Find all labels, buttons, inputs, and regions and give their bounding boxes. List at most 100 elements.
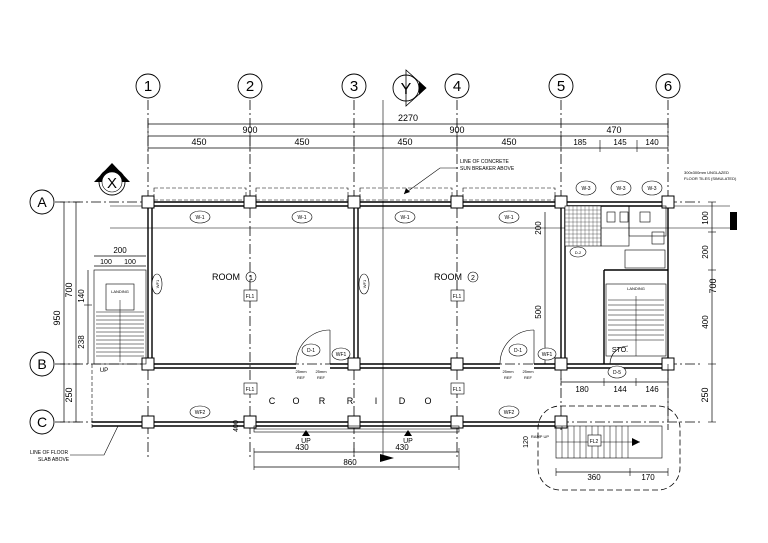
left-stair: 200 100 100 LANDING UP	[91, 246, 147, 430]
window-w3-a: W-3	[581, 186, 590, 192]
room-1-number: 1	[249, 275, 253, 282]
dim-stair-100a: 100	[100, 259, 112, 266]
dim-left-total: 950	[52, 310, 62, 325]
dim-right-200: 200	[701, 245, 710, 259]
grid-label-6: 6	[664, 78, 672, 95]
dim-corridor-400: 400	[233, 420, 240, 432]
dim-bay-5: 185	[573, 138, 587, 147]
dim-right-250: 250	[700, 387, 710, 402]
dim-overall: 2270	[398, 113, 418, 123]
fl1-tag-room2: FL1	[453, 294, 462, 300]
dim-bay-3: 450	[397, 137, 412, 147]
door-d2: D-2	[575, 250, 582, 255]
ramp: FL2 RAMP UP 120 360 170	[523, 364, 681, 491]
dim-sto-146: 146	[645, 385, 659, 394]
sun-breaker-note-2: SUN BREAKER ABOVE	[460, 166, 515, 172]
dim-ramp-360: 360	[587, 473, 601, 482]
grid-label-5: 5	[557, 78, 565, 95]
window-wf1-b: WF1	[362, 279, 367, 288]
row-grid-bubbles: A B C	[29, 189, 55, 435]
corridor-label: C O R R I D O R	[269, 396, 432, 406]
dim-corridor-430a: 430	[295, 443, 309, 452]
door-size-2: 25mm	[315, 369, 327, 374]
corridor-letter-4: R	[347, 396, 354, 406]
grid-label-a: A	[37, 194, 47, 210]
walls	[92, 201, 730, 427]
door-size-1: 25mm	[295, 369, 307, 374]
window-w3-c: W-3	[647, 186, 656, 192]
ramp-fl2-tag: FL2	[590, 439, 599, 445]
room-labels: ROOM 1 ROOM 2 FL1 FL1 FL1 FL1	[212, 271, 479, 395]
floor-slab-note-2: SLAB ABOVE	[38, 457, 70, 463]
dim-left-250: 250	[64, 387, 74, 402]
dim-right-700: 700	[708, 278, 718, 293]
fl1-tag-corridor-1: FL1	[246, 387, 255, 393]
door-size-4: 25mm	[522, 369, 534, 374]
grid-label-2: 2	[246, 78, 254, 95]
room-2-label: ROOM	[434, 272, 462, 282]
dim-bay-6: 145	[613, 138, 627, 147]
dim-corridor-430b: 430	[395, 443, 409, 452]
annotations: LINE OF CONCRETE SUN BREAKER ABOVE LINE …	[30, 159, 515, 463]
fl1-tag-corridor-2: FL1	[453, 387, 462, 393]
corridor-steps: UP UP 430 430 860 400	[233, 420, 460, 470]
tiles-note-1: 300x300mm UNGLAZED	[684, 170, 729, 175]
sun-breaker-note-1: LINE OF CONCRETE	[460, 159, 510, 165]
grid-label-b: B	[37, 356, 46, 372]
window-wf2-b: WF2	[504, 410, 515, 416]
window-w1-c: W-1	[400, 215, 409, 221]
dim-corridor-860: 860	[343, 458, 357, 467]
right-stair: LANDING STO.	[605, 283, 667, 365]
room-1-label: ROOM	[212, 272, 240, 282]
dim-ramp-170: 170	[641, 473, 655, 482]
axis-y-label: Y	[401, 81, 412, 98]
door-size-2-ref: REF	[317, 375, 326, 380]
dim-bay-4: 450	[501, 137, 516, 147]
dim-ramp-120: 120	[523, 436, 530, 448]
corridor-letter-2: O	[292, 396, 299, 406]
dim-left-700: 700	[64, 282, 74, 297]
dim-bay-2: 450	[294, 137, 309, 147]
window-wf2-a: WF2	[195, 410, 206, 416]
grid-label-4: 4	[453, 78, 461, 95]
axis-x-label: X	[107, 175, 117, 192]
corridor-up-1: UP	[301, 438, 311, 445]
dim-mid-500: 500	[534, 305, 543, 319]
stair-landing-label-2: LANDING	[627, 286, 645, 291]
window-wf1-a: WF1	[155, 279, 160, 288]
corridor-letter-1: C	[269, 396, 276, 406]
corridor-up-2: UP	[403, 438, 413, 445]
storage-dimensions: 180 144 146	[560, 378, 669, 394]
dim-group-1: 900	[242, 125, 257, 135]
floor-slab-note-1: LINE OF FLOOR	[30, 450, 68, 456]
corridor-letter-5: I	[375, 396, 378, 406]
dim-group-3: 470	[606, 125, 621, 135]
window-w3-b: W-3	[616, 186, 625, 192]
window-w1-a: W-1	[195, 215, 204, 221]
toilet-block: 300x300mm UNGLAZED FLOOR TILES (SIMULATE…	[564, 170, 737, 364]
corridor-letter-7: O	[424, 396, 431, 406]
dim-group-2: 900	[449, 125, 464, 135]
window-tags: W-1 W-1 W-1 W-1 W-3 W-3 W-3 WF1 WF1 WF1 …	[151, 180, 663, 419]
dim-right-100: 100	[701, 211, 710, 225]
grid-label-c: C	[37, 414, 47, 430]
door-d1-a: D-1	[307, 348, 315, 354]
dim-bay-1: 450	[191, 137, 206, 147]
corridor-letter-6: D	[399, 396, 406, 406]
stair-up-label: UP	[100, 368, 108, 374]
dim-left-238: 238	[77, 335, 86, 349]
structural-columns	[141, 195, 675, 429]
doors: D-1 D-1 25mm REF 25mm REF 25mm REF 25mm …	[295, 246, 627, 380]
window-wf1-c: WF1	[336, 352, 347, 358]
top-dimensions: 2270 900 900 470 450 450 450 450 185 145…	[147, 113, 669, 152]
door-d5: D-5	[613, 370, 621, 376]
door-size-3-ref: REF	[504, 375, 513, 380]
dim-sto-144: 144	[613, 385, 627, 394]
door-size-4-ref: REF	[524, 375, 533, 380]
grid-label-3: 3	[350, 78, 358, 95]
axis-x-marker: X	[94, 163, 130, 196]
tiles-note-2: FLOOR TILES (SIMULATED)	[684, 176, 737, 181]
storage-label: STO.	[612, 347, 628, 354]
room-2-number: 2	[471, 275, 475, 282]
